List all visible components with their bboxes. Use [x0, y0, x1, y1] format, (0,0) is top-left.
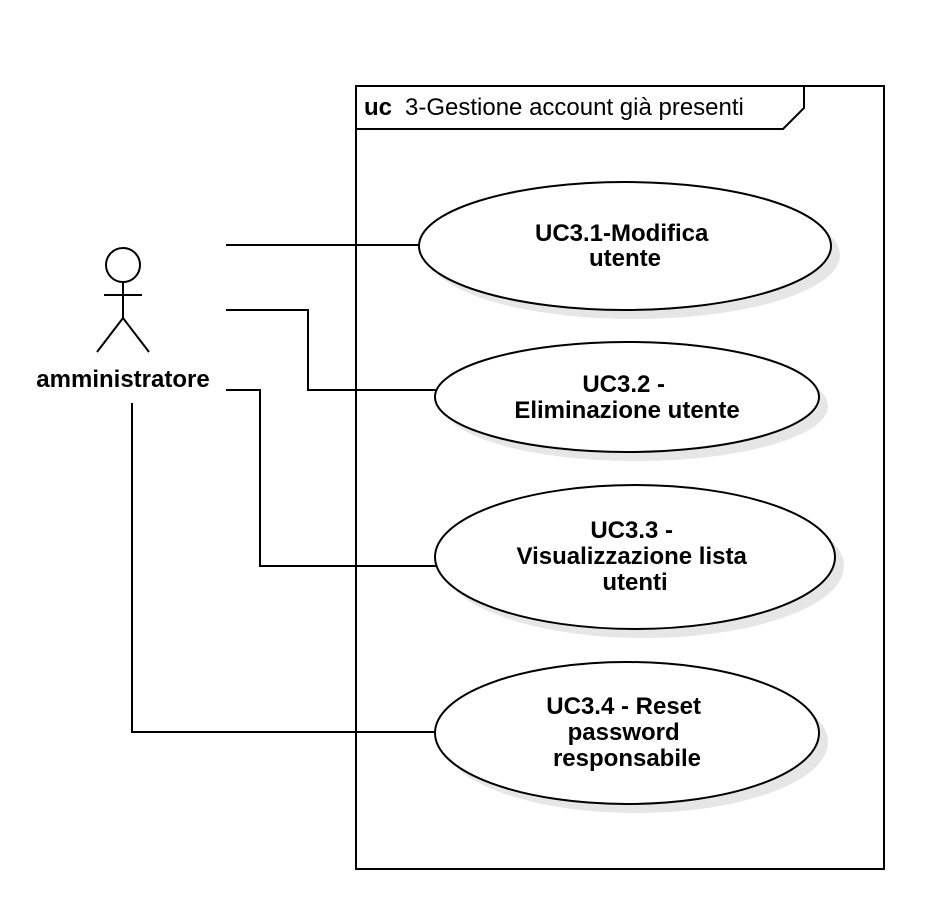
- frame-name: 3-Gestione account già presenti: [405, 94, 744, 121]
- use-case-ellipse: [434, 484, 836, 630]
- frame-tab: [356, 86, 805, 130]
- svg-text:UC3.2 - Eliminazione ute: UC3.2 - Eliminazione utente: [514, 371, 739, 424]
- actor-head: [105, 247, 141, 283]
- association-uc3-4[interactable]: [131, 403, 437, 733]
- actor-amministratore[interactable]: amministratore: [36, 247, 210, 393]
- use-case-label: UC3.3 -: [590, 517, 673, 544]
- use-case-uc3-1[interactable]: UC3.1-Modifica utente: [418, 181, 840, 319]
- use-case-uc3-3[interactable]: UC3.3 - Visualizzazione lista utenti: [434, 484, 844, 638]
- use-case-label: Visualizzazione lista: [517, 543, 748, 570]
- actor-label: amministratore: [36, 366, 209, 393]
- use-case-label: UC3.4 - Reset: [546, 693, 701, 720]
- actor-left-leg: [96, 317, 124, 353]
- actor-icon: [96, 247, 150, 353]
- use-case-label: responsabile: [553, 745, 701, 772]
- association-uc3-3[interactable]: [226, 389, 437, 567]
- use-case-ellipse: [434, 341, 820, 453]
- frame-keyword: uc: [364, 94, 392, 121]
- associations: [131, 244, 437, 733]
- svg-text:UC3.3 - Visualizzazione: UC3.3 - Visualizzazione lista utenti: [517, 517, 754, 596]
- use-case-label: password: [568, 719, 680, 746]
- use-case-label: utenti: [602, 569, 667, 596]
- use-case-label: UC3.2 -: [582, 371, 665, 398]
- use-case-uc3-2[interactable]: UC3.2 - Eliminazione utente: [434, 341, 828, 461]
- use-case-label: utente: [589, 245, 661, 272]
- use-case-uc3-4[interactable]: UC3.4 - Reset password responsabile: [434, 661, 828, 813]
- svg-text:UC3.4 - Reset password: UC3.4 - Reset password responsabile: [546, 693, 707, 772]
- association-uc3-2[interactable]: [226, 309, 437, 391]
- use-case-label: Eliminazione utente: [514, 397, 739, 424]
- svg-text:UC3.1-Modifica utente: UC3.1-Modifica utente: [535, 220, 715, 272]
- actor-right-leg: [122, 317, 150, 353]
- use-case-ellipse: [418, 181, 832, 311]
- use-case-label: UC3.1-Modifica: [535, 220, 709, 247]
- use-case-ellipse: [434, 661, 820, 805]
